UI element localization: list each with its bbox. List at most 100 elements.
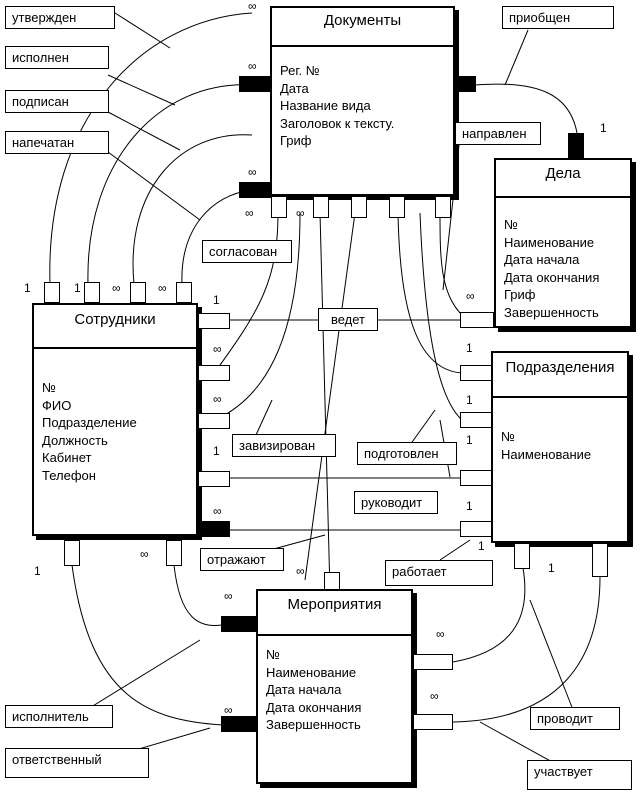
rel-participates: участвует (527, 760, 632, 790)
link-attached (474, 83, 578, 134)
link-prepared (397, 212, 463, 374)
link-doc-events (304, 212, 356, 581)
card-one: 1 (466, 499, 473, 513)
entity-departments-title: Подразделения (493, 353, 627, 398)
entity-employees-title: Сотрудники (34, 305, 196, 349)
entity-cases[interactable]: Дела № Наименование Дата начала Дата око… (494, 158, 632, 328)
attr-no: № (501, 429, 515, 444)
attr-no: № (42, 380, 56, 395)
rel-manages: руководит (354, 491, 438, 514)
entity-documents-attrs: Рег. № Дата Название вида Заголовок к те… (280, 62, 394, 150)
card-one: 1 (600, 121, 607, 135)
port-dep-l2 (460, 412, 492, 428)
rel-endorsed: завизирован (232, 434, 336, 457)
card-many: ∞ (213, 342, 222, 356)
attr-stamp: Гриф (280, 133, 312, 148)
rel-performer: исполнитель (5, 705, 113, 728)
attr-full-name: ФИО (42, 397, 72, 413)
port-ev-r2 (413, 714, 453, 730)
entity-documents[interactable]: Документы Рег. № Дата Название вида Заго… (270, 6, 455, 196)
card-one: 1 (466, 341, 473, 355)
card-many: ∞ (140, 547, 149, 561)
link-conducts (452, 567, 526, 663)
rel-prepared: подготовлен (357, 442, 457, 465)
rel-executed: исполнен (5, 46, 109, 69)
pointer-prepared (409, 409, 436, 446)
port-cases-attached (568, 133, 584, 159)
port-emp-b2 (166, 540, 182, 566)
pointer-executed (107, 74, 176, 106)
card-many: ∞ (213, 504, 222, 518)
card-one: 1 (34, 564, 41, 578)
card-many: ∞ (224, 703, 233, 717)
attr-office: Кабинет (42, 450, 92, 465)
card-many: ∞ (158, 281, 167, 295)
card-many: ∞ (248, 165, 257, 179)
port-dep-l4 (460, 521, 492, 537)
rel-printed: напечатан (5, 131, 109, 154)
card-many: ∞ (436, 627, 445, 641)
port-emp-r3 (198, 413, 230, 429)
port-emp-t4 (176, 282, 192, 303)
card-one: 1 (213, 444, 220, 458)
pointer-directed (442, 144, 460, 291)
port-emp-r2 (198, 365, 230, 381)
card-many: ∞ (248, 59, 257, 73)
link-doc-dept (419, 212, 463, 421)
port-ev-l1 (221, 616, 257, 632)
card-one: 1 (466, 393, 473, 407)
card-many: ∞ (296, 564, 305, 578)
entity-events[interactable]: Мероприятия № Наименование Дата начала Д… (256, 589, 413, 784)
pointer-conducts (529, 599, 576, 716)
attr-end-date: Дата окончания (266, 699, 362, 715)
rel-directed: направлен (455, 122, 541, 145)
card-one: 1 (24, 281, 31, 295)
port-doc-executed (239, 76, 271, 92)
entity-documents-title: Документы (272, 8, 453, 47)
port-emp-t2 (84, 282, 100, 303)
entity-events-attrs: № Наименование Дата начала Дата окончани… (266, 646, 361, 734)
port-cases-keeps (460, 312, 494, 328)
entity-cases-attrs: № Наименование Дата начала Дата окончани… (504, 216, 599, 321)
port-ev-t1 (324, 572, 340, 590)
port-doc-b5 (435, 196, 451, 218)
link-performer (71, 564, 223, 726)
port-ev-r1 (413, 654, 453, 670)
port-dep-l1 (460, 365, 492, 381)
link-participates (452, 576, 601, 723)
card-many: ∞ (248, 0, 257, 13)
rel-signed: подписан (5, 90, 109, 113)
entity-employees[interactable]: Сотрудники № ФИО Подразделение Должность… (32, 303, 198, 536)
port-emp-t1 (44, 282, 60, 303)
card-one: 1 (548, 561, 555, 575)
rel-responsible: ответственный (5, 748, 149, 778)
rel-keeps: ведет (318, 308, 378, 331)
port-emp-t3 (130, 282, 146, 303)
port-doc-b4 (389, 196, 405, 218)
pointer-approved (114, 12, 171, 49)
port-doc-b2 (313, 196, 329, 218)
link-responsible (173, 564, 223, 627)
link-executed (87, 84, 253, 285)
attr-no: № (266, 647, 280, 662)
port-ev-l2 (221, 716, 257, 732)
attr-department: Подразделение (42, 415, 137, 430)
card-many: ∞ (224, 589, 233, 603)
attr-date: Дата (280, 80, 309, 96)
attr-stamp: Гриф (504, 287, 536, 302)
card-many: ∞ (112, 281, 121, 295)
card-many: ∞ (296, 206, 305, 220)
port-emp-r5 (198, 521, 230, 537)
entity-departments[interactable]: Подразделения № Наименование (491, 351, 629, 543)
attr-phone: Телефон (42, 467, 96, 483)
card-one: 1 (213, 293, 220, 307)
attr-text-title: Заголовок к тексту. (280, 115, 395, 131)
entity-departments-attrs: № Наименование (501, 428, 591, 463)
port-doc-b3 (351, 196, 367, 218)
attr-no: № (504, 217, 518, 232)
card-many: ∞ (430, 689, 439, 703)
pointer-reflect (269, 534, 326, 551)
link-signed (132, 134, 253, 285)
port-emp-r4 (198, 471, 230, 487)
